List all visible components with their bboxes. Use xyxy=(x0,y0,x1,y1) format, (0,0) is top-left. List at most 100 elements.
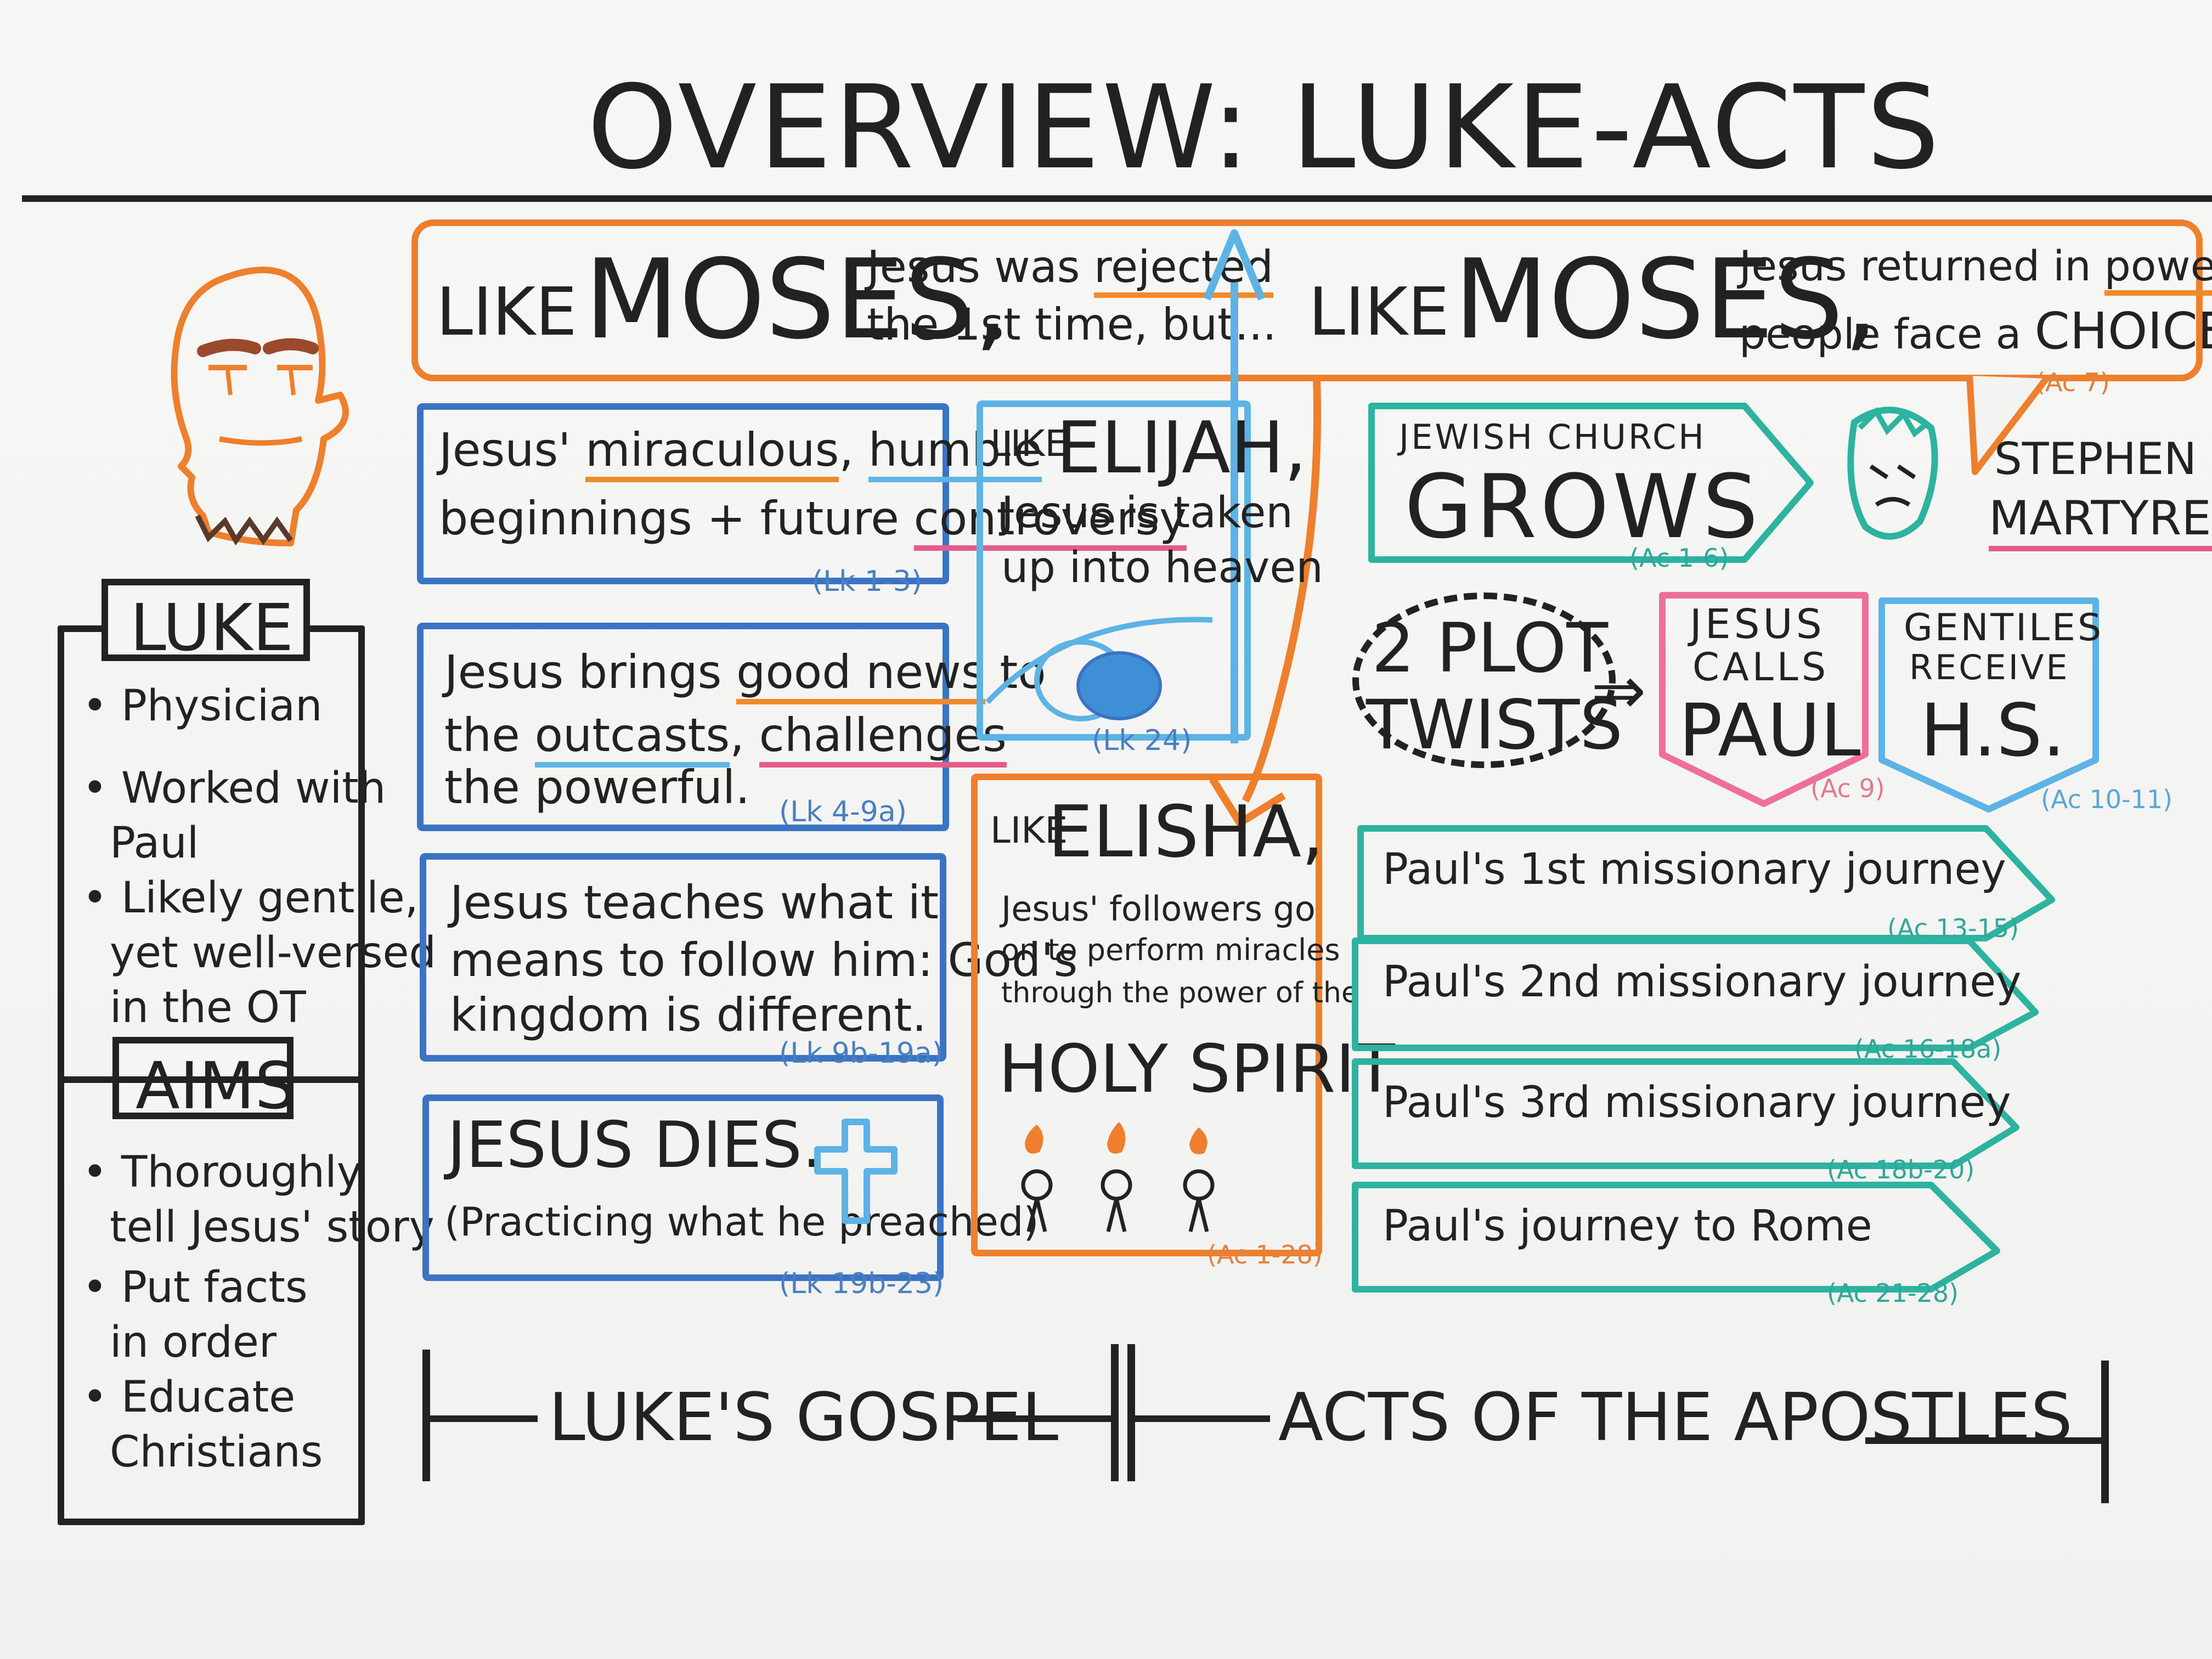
jewish-church-arrow-shape xyxy=(1368,403,1814,563)
page-title: OVERVIEW: LUKE-ACTS xyxy=(587,60,1942,195)
elisha-like: LIKE xyxy=(990,809,1068,851)
stephen-line1: STEPHEN xyxy=(1994,433,2197,484)
gospel-box-3-line1: Jesus teaches what it xyxy=(450,876,939,929)
timeline-end-tick xyxy=(2101,1361,2109,1503)
moses-right-text-a: Jesus returned in xyxy=(1739,241,2104,290)
moses-right-line2: people face a CHOICE xyxy=(1739,302,2212,360)
aims-item-facts: Put facts xyxy=(121,1263,308,1312)
hl-controversy: controversy xyxy=(913,492,1187,551)
tomb-drawing xyxy=(985,617,1213,721)
stephen-line2: MARTYRED xyxy=(1989,491,2212,551)
timeline-acts-label: ACTS OF THE APOSTLES xyxy=(1278,1380,2073,1456)
gospel-box-2-line3: the powerful. xyxy=(444,760,751,814)
gospel-box-4 xyxy=(422,1094,944,1281)
gospel-box-4-ref: (Lk 19b-23) xyxy=(779,1267,944,1300)
hl-humble: humble xyxy=(868,423,1042,482)
hl-good-news: good news xyxy=(736,645,985,704)
aims-item-order: in order xyxy=(110,1318,276,1367)
aims-bullet-3b: Christians xyxy=(110,1426,323,1478)
aims-label: AIMS xyxy=(136,1048,296,1124)
aims-item-educate: Educate xyxy=(121,1373,296,1422)
gospel-box-1-ref: (Lk 1-3) xyxy=(812,565,923,598)
moses-left-like: LIKE xyxy=(436,274,577,351)
luke-bullet-3c: in the OT xyxy=(110,982,306,1034)
luke-item-worked: Worked with xyxy=(121,764,386,813)
gospel-box-3-line3: kingdom is different. xyxy=(450,988,927,1042)
aims-bullet-1: • Thoroughly xyxy=(82,1148,362,1197)
journey-4-label: Paul's journey to Rome xyxy=(1383,1201,1872,1251)
luke-item-paul: Paul xyxy=(110,819,199,868)
moses-right-line1: Jesus returned in power; xyxy=(1739,241,2212,296)
journey-2-shape xyxy=(1352,938,2039,1051)
aims-label-box: AIMS xyxy=(112,1037,296,1124)
luke-item-ot: in the OT xyxy=(110,983,306,1032)
luke-item-versed: yet well-versed xyxy=(110,928,437,978)
gospel-box-3 xyxy=(420,853,946,1062)
aims-item-christians: Christians xyxy=(110,1427,323,1477)
moses-left-text-a: Jesus was xyxy=(867,241,1094,292)
twist-paul-line2: CALLS xyxy=(1692,645,1830,690)
gospel-box-1-line2: beginnings + future controversy xyxy=(439,491,1187,551)
gospel-box-2-line2: the outcasts, challenges xyxy=(444,708,1007,768)
journey-4-shape xyxy=(1352,1182,2000,1293)
jewish-church-label: JEWISH CHURCH xyxy=(1399,417,1706,457)
elisha-line3: through the power of the xyxy=(1001,977,1359,1009)
timeline-line-mid-b xyxy=(1133,1415,1270,1422)
luke-sidebar-box xyxy=(58,625,365,1525)
gospel-box-2 xyxy=(417,623,949,831)
luke-bullet-1: • Physician xyxy=(82,681,323,731)
elijah-like: LIKE xyxy=(990,422,1068,465)
timeline-start-tick xyxy=(422,1350,430,1481)
aims-bullet-3: • Educate xyxy=(82,1373,296,1422)
elisha-name: ELISHA, xyxy=(1048,790,1324,873)
timeline-line-left xyxy=(428,1415,538,1422)
timeline-line-right xyxy=(1865,1437,2107,1444)
timeline-divider-1 xyxy=(1111,1344,1119,1481)
journey-3-label: Paul's 3rd missionary journey xyxy=(1383,1078,2011,1127)
twist-gentiles-line2: RECEIVE xyxy=(1909,647,2070,687)
elisha-spirit: HOLY SPIRIT xyxy=(998,1031,1396,1108)
moses-left-name: MOSES, xyxy=(584,236,1009,364)
ascension-arrow xyxy=(1203,229,1266,743)
moses-left-line2: the 1st time, but... xyxy=(867,299,1277,350)
plot-twists-line1: 2 PLOT xyxy=(1372,609,1609,688)
jewish-church-ref: (Ac 1-6) xyxy=(1629,543,1729,573)
hl-outcasts: outcasts xyxy=(534,708,730,768)
luke-bullet-2: • Worked with xyxy=(82,764,386,813)
cross-icon xyxy=(814,1119,898,1224)
elisha-ref: (Ac 1-28) xyxy=(1207,1240,1323,1269)
journey-3-ref: (Ac 18b-20) xyxy=(1827,1155,1975,1184)
twist-paul-big: PAUL xyxy=(1679,689,1861,773)
jewish-church-grows: GROWS xyxy=(1404,455,1762,558)
luke-label-box: LUKE xyxy=(101,579,310,665)
moses-right-ref: (Ac 7) xyxy=(2035,368,2110,397)
title-divider xyxy=(22,195,2212,202)
gospel-box-2-ref: (Lk 4-9a) xyxy=(779,795,907,828)
gospel-box-2-line1: Jesus brings good news to xyxy=(444,645,1046,704)
elijah-name: ELIJAH, xyxy=(1056,406,1307,489)
elijah-box xyxy=(977,400,1251,741)
journey-2-label: Paul's 2nd missionary journey xyxy=(1383,957,2022,1007)
plot-twists-arrow: ⇒ xyxy=(1591,653,1646,729)
gospel-box-1 xyxy=(417,403,949,584)
aims-item-thoroughly: Thoroughly xyxy=(121,1148,362,1197)
luke-bullet-3b: yet well-versed xyxy=(110,927,436,979)
stephen-face-drawing xyxy=(1847,407,1938,540)
moses-banner xyxy=(411,219,2203,381)
twist-paul-shape xyxy=(1659,592,1869,807)
spirit-arrow xyxy=(1209,378,1322,827)
plot-twists-line2: TWISTS xyxy=(1366,686,1623,765)
twist-gentiles-ref: (Ac 10-11) xyxy=(2041,785,2173,814)
twist-paul-line1: JESUS xyxy=(1690,601,1825,648)
moses-right-name: MOSES, xyxy=(1454,236,1878,364)
twist-gentiles-shape xyxy=(1878,597,2099,812)
elisha-line2: on to perform miracles xyxy=(1001,933,1340,967)
aims-item-story: tell Jesus' story xyxy=(110,1203,435,1252)
moses-right-power: power; xyxy=(2104,241,2212,296)
journey-3-shape xyxy=(1352,1058,2019,1169)
timeline-line-mid-a xyxy=(957,1415,1111,1422)
luke-label: LUKE xyxy=(130,590,294,665)
hl-challenges: challenges xyxy=(759,708,1007,768)
elijah-ref: (Lk 24) xyxy=(1092,724,1192,757)
